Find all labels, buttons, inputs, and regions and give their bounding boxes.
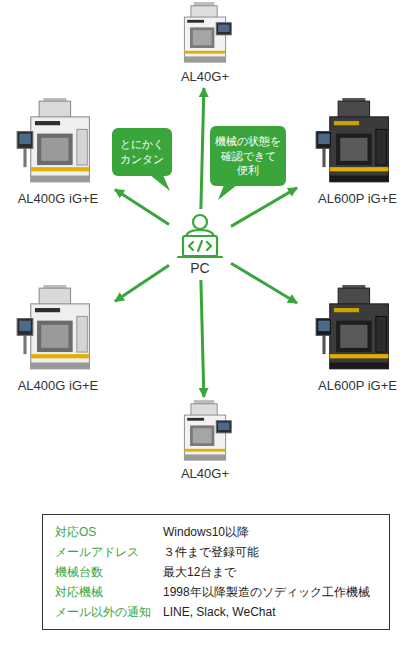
callout-text: とにかく カンタン — [115, 137, 169, 167]
table-key: 対応OS — [55, 524, 96, 540]
machine-illustration — [316, 98, 388, 182]
node-label: AL400G iG+E — [4, 191, 112, 207]
machine-illustration — [17, 98, 89, 182]
machine-illustration — [17, 285, 89, 369]
spec-table: 対応OS Windows10以降メールアドレス ３件まで登録可能機械台数 最大12台ま… — [42, 514, 390, 630]
pc-user-icon — [178, 215, 222, 257]
table-value: 最大12台まで — [163, 564, 236, 580]
connector-arrow — [201, 280, 204, 397]
node-label: AL40G+ — [165, 69, 245, 85]
illustration-space — [4, 285, 112, 375]
machine-node: AL400G iG+E — [4, 98, 112, 207]
speech-bubble: 機械の状態を 確認できて 便利 — [210, 126, 286, 186]
bubble-tail — [150, 175, 170, 191]
table-key: メールアドレス — [55, 544, 139, 560]
callout-text: 機械の状態を 確認できて 便利 — [213, 134, 283, 179]
node-label: PC — [172, 259, 228, 277]
machine-node: AL600P iG+E — [300, 98, 415, 207]
speech-bubble: とにかく カンタン — [112, 128, 172, 176]
table-key: メール以外の通知 — [55, 604, 151, 620]
connector-arrow — [231, 263, 297, 303]
illustration-space — [165, 2, 245, 66]
illustration-space — [4, 98, 112, 188]
table-value: LINE, Slack, WeChat — [163, 604, 276, 620]
illustration-space — [165, 400, 245, 463]
connector-arrow — [201, 88, 204, 209]
illustration-space — [172, 212, 228, 259]
table-value: 1998年以降製造のソディック工作機械 — [163, 584, 370, 600]
machine-node: AL400G iG+E — [4, 285, 112, 394]
node-label: AL40G+ — [165, 466, 245, 482]
machine-node: AL40G+ — [165, 2, 245, 85]
machine-illustration — [184, 400, 231, 460]
node-label: AL400G iG+E — [4, 378, 112, 394]
pc-node: PC — [172, 212, 228, 277]
connector-arrow — [115, 189, 169, 224]
machine-illustration — [316, 285, 388, 369]
machine-node: AL40G+ — [165, 400, 245, 482]
connector-arrow — [231, 188, 297, 227]
node-label: AL600P iG+E — [300, 378, 415, 394]
table-value: ３件まで登録可能 — [163, 544, 259, 560]
table-key: 対応機械 — [55, 584, 103, 600]
illustration-space — [300, 285, 415, 375]
bubble-tail — [218, 185, 237, 200]
connector-arrow — [115, 265, 169, 301]
node-label: AL600P iG+E — [300, 191, 415, 207]
table-value: Windows10以降 — [163, 524, 249, 540]
table-key: 機械台数 — [55, 564, 103, 580]
illustration-space — [300, 98, 415, 188]
machine-node: AL600P iG+E — [300, 285, 415, 394]
machine-illustration — [184, 2, 231, 62]
